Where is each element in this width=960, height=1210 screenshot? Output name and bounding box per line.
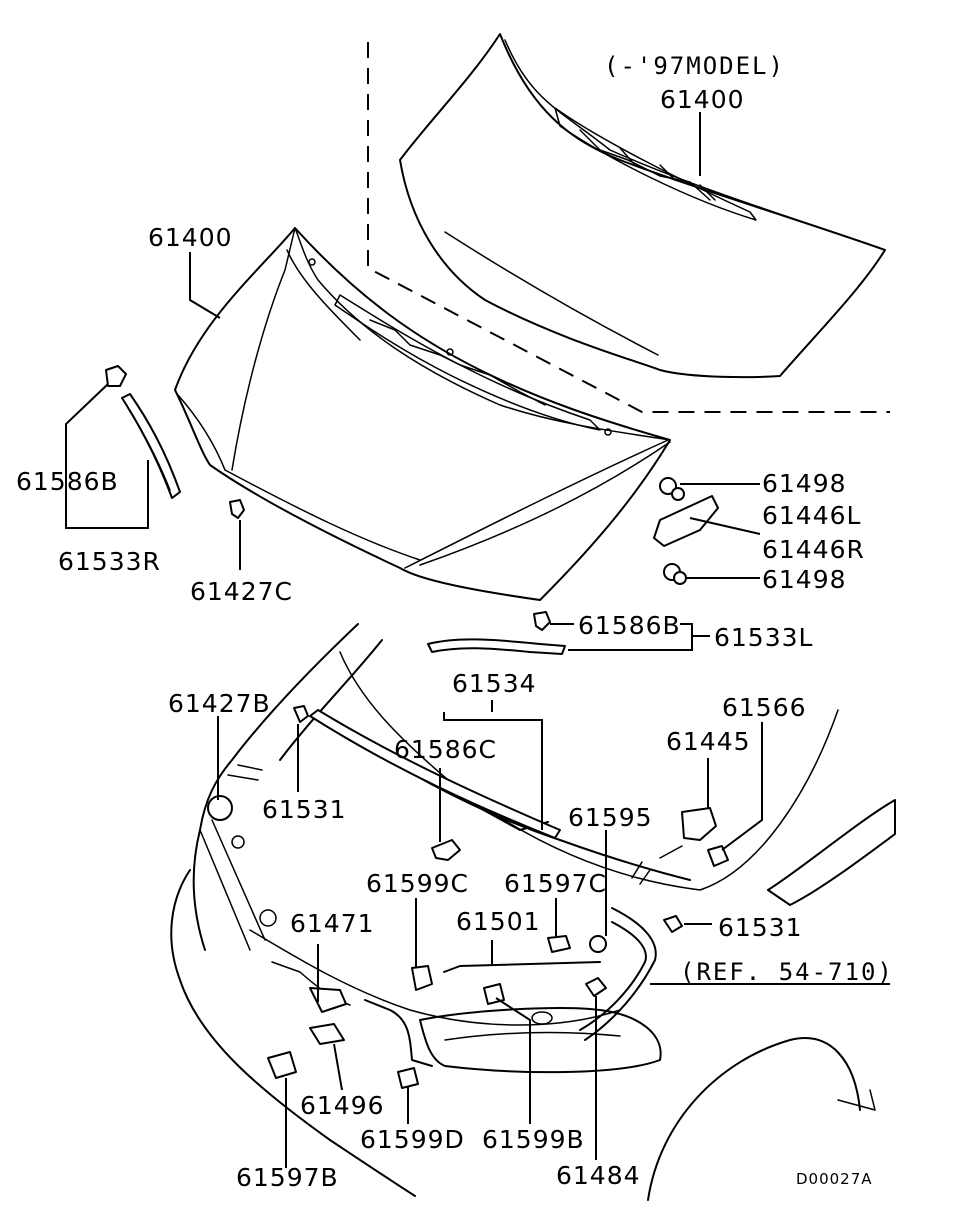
label-cushion-61531-right: 61531	[718, 913, 803, 942]
label-bolt-61597c: 61597C	[504, 869, 607, 898]
label-weatherstrip-clip-right: 61586B	[578, 611, 681, 640]
cushion-61531-right	[663, 915, 683, 933]
weatherstrip-right	[121, 393, 181, 499]
label-weatherstrip-right: 61533R	[58, 547, 161, 576]
label-hood-new: 61400	[148, 223, 233, 252]
weatherstrip-clip-left	[105, 365, 127, 387]
hood-old-model	[367, 33, 890, 413]
label-clip-61599c: 61599C	[366, 869, 469, 898]
bolt-61597c	[547, 935, 571, 953]
release-cable-61501	[443, 961, 607, 997]
label-weatherstrip-left: 61533L	[714, 623, 813, 652]
label-bolt-top: 61498	[762, 469, 847, 498]
lock-61471	[271, 961, 433, 1067]
label-latch-61566: 61566	[722, 693, 807, 722]
clip-61599c	[411, 965, 433, 991]
model-note: (-'97MODEL)	[604, 52, 785, 80]
hinge-assembly	[653, 477, 719, 585]
label-hinge-left: 61446L	[762, 501, 861, 530]
bolt-61597b	[267, 1051, 297, 1079]
label-bolt-bottom: 61498	[762, 565, 847, 594]
label-stay-61496: 61496	[300, 1091, 385, 1120]
cushion-61531-left	[293, 705, 309, 723]
ref-note: (REF. 54-710)	[680, 958, 894, 986]
label-latch-61445: 61445	[666, 727, 751, 756]
label-hood-old: 61400	[660, 85, 745, 114]
clip-61599d	[397, 1067, 419, 1089]
diagram-code: D00027A	[796, 1170, 873, 1188]
label-weatherstrip-clip-left: 61586B	[16, 467, 119, 496]
clip-61586c	[431, 839, 461, 861]
bumper-61427c	[229, 499, 245, 519]
grommet-61595	[589, 935, 607, 953]
weatherstrip-left	[427, 611, 566, 655]
label-clip-61586c: 61586C	[394, 735, 497, 764]
hood-main	[174, 227, 671, 601]
label-cushion-61531-left: 61531	[262, 795, 347, 824]
label-seal-61534: 61534	[452, 669, 537, 698]
latch-61445	[659, 807, 729, 867]
label-lever-61484: 61484	[556, 1161, 641, 1190]
label-bolt-61597b: 61597B	[236, 1163, 339, 1192]
label-bumper-61427b: 61427B	[168, 689, 271, 718]
label-clip-61599d: 61599D	[360, 1125, 465, 1154]
label-grommet-61595: 61595	[568, 803, 653, 832]
label-release-cable-61501: 61501	[456, 907, 541, 936]
part-labels: (-'97MODEL) 61400 61400 61586B 61533R 61…	[16, 52, 894, 1192]
leader-lines	[65, 112, 890, 1168]
label-clip-61599b: 61599B	[482, 1125, 585, 1154]
stay-61496	[309, 1023, 345, 1045]
seal-61534	[309, 709, 561, 839]
label-lock-61471: 61471	[290, 909, 375, 938]
label-bumper-61427c: 61427C	[190, 577, 293, 606]
label-hinge-right: 61446R	[762, 535, 865, 564]
